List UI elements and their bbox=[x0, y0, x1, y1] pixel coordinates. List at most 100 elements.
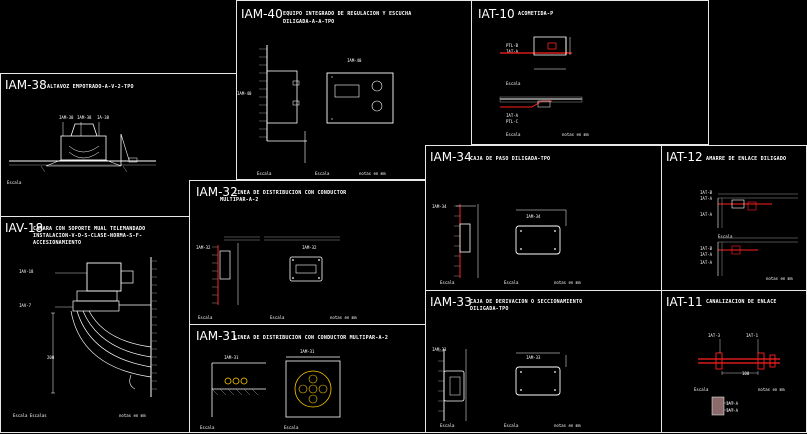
panel-iam33: IAM-33 CAJA DE DERIVACION O SECCIONAMIEN… bbox=[425, 290, 662, 433]
scale-note: notas en mm bbox=[554, 280, 581, 285]
panel-title: CAJA DE DERIVACION O SECCIONAMIENTO bbox=[470, 299, 583, 305]
scale-note: Escala bbox=[718, 234, 733, 239]
scale-note: Escala bbox=[440, 280, 455, 285]
scale-note: Escala bbox=[506, 132, 521, 137]
panel-iav18: IAV-18 CAMARA CON SOPORTE MUAL TELEMANDA… bbox=[0, 216, 190, 433]
distribution-line-drawing bbox=[212, 236, 340, 305]
scale-note: Escala bbox=[284, 425, 299, 430]
callout-label: IAT-A bbox=[506, 113, 519, 118]
panel-code: IAT-12 bbox=[666, 150, 703, 164]
scale-note: Escala bbox=[270, 315, 285, 320]
link-anchor-drawing bbox=[717, 193, 798, 276]
branch-box-drawing bbox=[438, 349, 567, 421]
scale-note: notas en mm bbox=[554, 423, 581, 428]
callout-label: IAM-34 bbox=[432, 204, 447, 209]
panel-title: AMARRE DE ENLACE DILIGADO bbox=[706, 156, 787, 162]
callout-label: IAT-A bbox=[700, 212, 713, 217]
callout-label: IAM-38 bbox=[77, 115, 92, 120]
panel-iam31: IAM-31 LINEA DE DISTRIBUCION CON CONDUCT… bbox=[189, 324, 426, 433]
panel-code: IAM-33 bbox=[430, 295, 472, 309]
scale-note: Escala bbox=[257, 171, 272, 176]
scale-note: Escala bbox=[198, 315, 213, 320]
panel-title: ALTAVOZ EMPOTRADO-A-V-2-TPO bbox=[47, 84, 134, 90]
panel-code: IAM-34 bbox=[430, 150, 472, 164]
panel-iam38: IAM-38 ALTAVOZ EMPOTRADO-A-V-2-TPO IAM-3… bbox=[0, 73, 237, 217]
panel-iam32: IAM-32 LINEA DE DISTRIBUCION CON CONDUCT… bbox=[189, 180, 426, 325]
callout-label: IAT-A bbox=[700, 252, 713, 257]
panel-iat11: IAT-11 CANALIZACION DE ENLACE IAT-3 IAT-… bbox=[661, 290, 807, 433]
callout-label: PTL-B bbox=[506, 43, 519, 48]
service-entry-drawing bbox=[499, 36, 583, 108]
scale-note: Escala bbox=[7, 180, 22, 185]
callout-label: IAM-31 bbox=[300, 349, 315, 354]
scale-note: Escala bbox=[440, 423, 455, 428]
panel-title: LINEA DE DISTRIBUCION CON CONDUCTOR MULT… bbox=[234, 335, 389, 341]
regulation-unit-drawing bbox=[259, 45, 394, 163]
callout-label: IAM-34 bbox=[526, 214, 541, 219]
panel-iat10: IAT-10 ACOMETIDA-P PTL-B IAT-A IAT-A PTL… bbox=[471, 0, 709, 145]
scale-note: Escala bbox=[504, 423, 519, 428]
callout-label: IAM-32 bbox=[196, 245, 211, 250]
panel-code: IAT-10 bbox=[478, 7, 515, 21]
scale-note: notas en mm bbox=[758, 387, 785, 392]
panel-code: IAT-11 bbox=[666, 295, 703, 309]
scale-note: Escala bbox=[200, 425, 215, 430]
panel-title: CANALIZACION DE ENLACE bbox=[706, 299, 777, 305]
panel-title: LINEA DE DISTRIBUCION CON CONDUCTOR bbox=[234, 190, 347, 196]
callout-label: IAV-7 bbox=[19, 303, 32, 308]
dimension-label: 100 bbox=[742, 371, 750, 376]
panel-code: IAM-31 bbox=[196, 329, 238, 343]
scale-note: Escala bbox=[694, 387, 709, 392]
scale-note: Escala bbox=[506, 81, 521, 86]
link-conduit-drawing bbox=[698, 339, 780, 416]
panel-title: CAMARA CON SOPORTE MUAL TELEMANDADO bbox=[33, 226, 146, 232]
scale-note: notas en mm bbox=[359, 171, 386, 176]
conduit-section-drawing bbox=[211, 356, 341, 418]
panel-title: ACCESIONAMIENTO bbox=[33, 240, 82, 246]
panel-code: IAM-32 bbox=[196, 185, 238, 199]
callout-label: IAT-A bbox=[700, 260, 713, 265]
panel-code: IAM-40 bbox=[241, 7, 283, 21]
panel-subtitle: DILIGADA-A-A-TPO bbox=[283, 19, 335, 25]
callout-label: IAM-40 bbox=[237, 91, 252, 96]
scale-note: notas en mm bbox=[766, 276, 793, 281]
callout-label: IAM-32 bbox=[302, 245, 317, 250]
dimension-label: 200 bbox=[47, 355, 55, 360]
callout-label: PTL-C bbox=[506, 119, 519, 124]
panel-iat12: IAT-12 AMARRE DE ENLACE DILIGADO IAT-B I… bbox=[661, 145, 807, 291]
callout-label: IAM-40 bbox=[347, 58, 362, 63]
scale-note: Escala Escalas bbox=[13, 413, 47, 418]
callout-label: IAT-3 bbox=[708, 333, 721, 338]
panel-subtitle: MULTIPAR-A-2 bbox=[220, 197, 259, 203]
speaker-drawing bbox=[9, 122, 156, 173]
callout-label: IAM-38 bbox=[59, 115, 74, 120]
callout-label: IAM-33 bbox=[432, 347, 447, 352]
callout-label: IAT-A bbox=[726, 401, 739, 406]
callout-label: IAT-B bbox=[700, 246, 713, 251]
scale-note: Escala bbox=[315, 171, 330, 176]
panel-subtitle: DILIGADA-TPO bbox=[470, 306, 509, 312]
scale-note: notas en mm bbox=[330, 315, 357, 320]
callout-label: IA-38 bbox=[97, 115, 110, 120]
callout-label: IAT-B bbox=[700, 190, 713, 195]
panel-title: CAJA DE PASO DILIGADA-TPO bbox=[470, 156, 551, 162]
junction-box-drawing bbox=[454, 204, 567, 278]
panel-code: IAV-18 bbox=[5, 221, 44, 235]
panel-code: IAM-38 bbox=[5, 78, 47, 92]
callout-label: IAT-A bbox=[726, 408, 739, 413]
callout-label: IAT-A bbox=[506, 49, 519, 54]
callout-label: IAT-1 bbox=[746, 333, 759, 338]
callout-label: IAM-31 bbox=[224, 355, 239, 360]
scale-note: notas en mm bbox=[562, 132, 589, 137]
panel-title: ACOMETIDA-P bbox=[518, 11, 554, 17]
panel-iam34: IAM-34 CAJA DE PASO DILIGADA-TPO IAM-34 … bbox=[425, 145, 662, 291]
callout-label: IAV-18 bbox=[19, 269, 34, 274]
callout-label: IAT-A bbox=[700, 196, 713, 201]
scale-note: Escala bbox=[504, 280, 519, 285]
camera-drawing bbox=[51, 257, 157, 397]
panel-title: EQUIPO INTEGRADO DE REGULACION Y ESCUCHA bbox=[283, 11, 412, 17]
panel-title: INSTALACION-V-D-S-CLASE-NORMA-S-F- bbox=[33, 233, 143, 239]
callout-label: IAM-33 bbox=[526, 355, 541, 360]
scale-note: notas en mm bbox=[119, 413, 146, 418]
